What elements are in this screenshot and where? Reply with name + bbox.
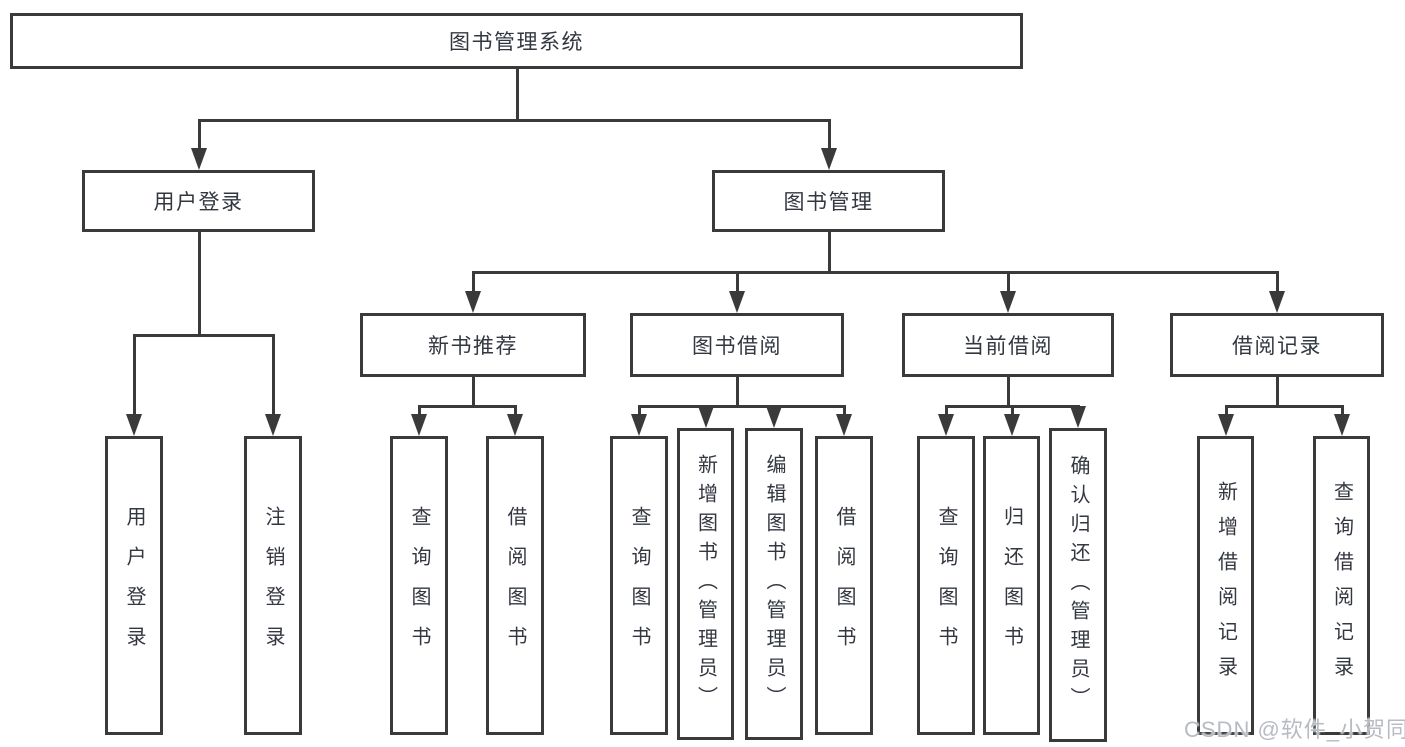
node-leaf-br-add: 新增借阅记录	[1197, 436, 1254, 735]
node-leaf-cb-query: 查询图书	[917, 436, 975, 735]
node-leaf-br-query: 查询借阅记录	[1313, 436, 1370, 735]
connector-rail-book-mgmt	[472, 271, 1279, 274]
arrowhead-icon	[821, 148, 837, 170]
connector-stub-borrow-records	[1276, 377, 1279, 408]
arrowhead-icon	[1218, 414, 1234, 436]
connector-stub-root	[516, 69, 519, 122]
node-label: 借阅图书	[833, 505, 855, 666]
connector-drop-leaf-rec-borrow	[514, 405, 517, 420]
node-label: 查询图书	[935, 505, 957, 666]
connector-drop-user-login	[198, 119, 201, 154]
node-new-book-rec: 新书推荐	[360, 313, 586, 377]
node-label: 借阅记录	[1232, 335, 1322, 358]
connector-drop-leaf-user-login	[133, 334, 136, 420]
node-label: 确认归还（管理员）	[1067, 454, 1089, 716]
connector-drop-leaf-logout	[272, 334, 275, 420]
connector-drop-new-book-rec	[472, 271, 475, 297]
node-leaf-bb-add: 新增图书（管理员）	[677, 428, 734, 740]
node-leaf-rec-query: 查询图书	[390, 436, 448, 735]
node-label: 注销登录	[262, 505, 284, 666]
node-label: 查询借阅记录	[1330, 480, 1353, 691]
arrowhead-icon	[698, 406, 714, 428]
node-leaf-bb-borrow: 借阅图书	[815, 436, 873, 735]
connector-drop-leaf-rec-query	[418, 405, 421, 420]
connector-rail-book-borrow	[638, 405, 846, 408]
arrowhead-icon	[1334, 414, 1350, 436]
arrowhead-icon	[411, 414, 427, 436]
arrowhead-icon	[1000, 291, 1016, 313]
node-leaf-bb-edit: 编辑图书（管理员）	[745, 428, 803, 740]
node-label: 图书管理	[783, 191, 874, 214]
arrowhead-icon	[631, 414, 647, 436]
arrowhead-icon	[729, 291, 745, 313]
connector-drop-borrow-records	[1276, 271, 1279, 297]
node-leaf-cb-return: 归还图书	[983, 436, 1040, 735]
connector-stub-new-book-rec	[472, 377, 475, 408]
node-label: 新增图书（管理员）	[694, 453, 717, 715]
node-label: 查询图书	[408, 505, 430, 666]
node-label: 归还图书	[1000, 505, 1023, 666]
node-label: 查询图书	[628, 505, 650, 666]
connector-drop-book-borrow	[736, 271, 739, 297]
arrowhead-icon	[126, 414, 142, 436]
node-book-borrow: 图书借阅	[630, 313, 844, 377]
arrowhead-icon	[507, 414, 523, 436]
connector-rail-root	[198, 119, 831, 122]
arrowhead-icon	[938, 414, 954, 436]
connector-drop-leaf-br-query	[1341, 405, 1344, 420]
arrowhead-icon	[836, 414, 852, 436]
arrowhead-icon	[1004, 414, 1020, 436]
connector-rail-new-book-rec	[418, 405, 517, 408]
connector-drop-leaf-bb-query	[638, 405, 641, 420]
node-root: 图书管理系统	[10, 13, 1023, 69]
node-label: 图书借阅	[692, 335, 782, 358]
connector-drop-leaf-cb-return	[1011, 405, 1014, 420]
node-leaf-logout: 注销登录	[244, 436, 302, 735]
arrowhead-icon	[465, 291, 481, 313]
connector-rail-borrow-records	[1225, 405, 1344, 408]
node-label: 新书推荐	[428, 335, 518, 358]
csdn-watermark: CSDN @软件_小贺同学	[1184, 717, 1405, 742]
node-label: 借阅图书	[504, 505, 526, 666]
node-label: 编辑图书（管理员）	[763, 453, 785, 715]
node-leaf-rec-borrow: 借阅图书	[486, 436, 544, 735]
connector-drop-leaf-br-add	[1225, 405, 1228, 420]
connector-stub-current-borrow	[1007, 377, 1010, 408]
node-label: 用户登录	[153, 191, 244, 214]
connector-drop-leaf-bb-borrow	[843, 405, 846, 420]
node-leaf-cb-confirm: 确认归还（管理员）	[1049, 428, 1107, 742]
arrowhead-icon	[766, 406, 782, 428]
connector-rail-user-login	[133, 334, 275, 337]
connector-stub-user-login	[198, 232, 201, 337]
connector-drop-current-borrow	[1007, 271, 1010, 297]
node-book-mgmt: 图书管理	[712, 170, 945, 232]
arrowhead-icon	[191, 148, 207, 170]
node-borrow-records: 借阅记录	[1170, 313, 1384, 377]
connector-drop-leaf-cb-query	[945, 405, 948, 420]
node-user-login: 用户登录	[82, 170, 315, 232]
node-label: 图书管理系统	[449, 31, 584, 54]
arrowhead-icon	[1269, 291, 1285, 313]
node-current-borrow: 当前借阅	[902, 313, 1114, 377]
node-leaf-user-login: 用户登录	[105, 436, 163, 735]
arrowhead-icon	[265, 414, 281, 436]
node-label: 用户登录	[123, 505, 145, 666]
connector-stub-book-mgmt	[828, 232, 831, 274]
arrowhead-icon	[1070, 406, 1086, 428]
node-label: 当前借阅	[963, 335, 1053, 358]
node-label: 新增借阅记录	[1214, 480, 1237, 691]
connector-stub-book-borrow	[736, 377, 739, 408]
connector-drop-book-mgmt	[828, 119, 831, 154]
node-leaf-bb-query: 查询图书	[610, 436, 668, 735]
